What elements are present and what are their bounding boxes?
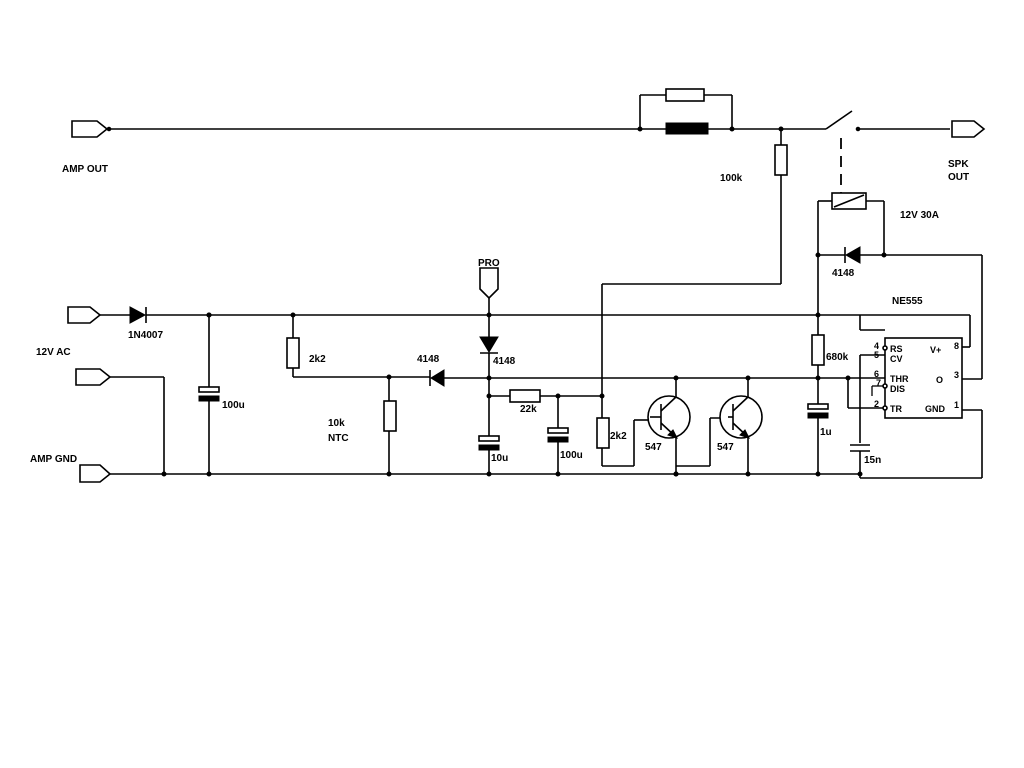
ne555-pin-vplus: V+ xyxy=(930,345,941,355)
ne555-pin-2-number: 2 xyxy=(874,399,879,409)
capacitor-100u-timer-label: 100u xyxy=(560,450,583,461)
ne555-pin-dis: DIS xyxy=(890,384,905,394)
resistor-680k xyxy=(811,312,825,381)
pro-label: PRO xyxy=(478,258,500,269)
capacitor-15n-label: 15n xyxy=(864,455,881,466)
transistor-q1 xyxy=(647,375,691,477)
resistor-100k-label: 100k xyxy=(720,173,743,184)
resistor-22k-label: 22k xyxy=(520,404,537,415)
amp-gnd-terminal xyxy=(79,464,112,483)
transistor-q1-label: 547 xyxy=(645,442,662,453)
ac-input-terminal xyxy=(67,306,130,324)
spk-out-label-2: OUT xyxy=(948,172,969,183)
ne555-pin-rs: RS xyxy=(890,344,903,354)
ntc-label-2: NTC xyxy=(328,433,349,444)
ne555-wiring xyxy=(845,314,971,409)
relay-label: 12V 30A xyxy=(900,210,939,221)
capacitor-100u-supply xyxy=(198,312,220,477)
ne555-pin-cv: CV xyxy=(890,354,903,364)
resistor-2k2-a-label: 2k2 xyxy=(309,354,326,365)
diode-pro-label: 4148 xyxy=(493,356,516,367)
capacitor-15n xyxy=(850,355,870,478)
ne555-pin-o: O xyxy=(936,375,943,385)
capacitor-10u-label: 10u xyxy=(491,453,508,464)
ne555-pin-tr: TR xyxy=(890,404,902,414)
ne555-pin-7-number: 7 xyxy=(876,378,881,388)
capacitor-100u-supply-label: 100u xyxy=(222,400,245,411)
relay-coil xyxy=(817,192,885,340)
amp-out-label: AMP OUT xyxy=(62,164,108,175)
resistor-2k2-b xyxy=(596,417,650,467)
amp-out-terminal xyxy=(71,120,112,138)
ne555-pin-3-number: 3 xyxy=(954,370,959,380)
transistor-q2-label: 547 xyxy=(717,442,734,453)
resistor-2k2-b-label: 2k2 xyxy=(610,431,627,442)
ne555-chip xyxy=(882,337,963,419)
capacitor-1u xyxy=(807,378,829,477)
diode-relay xyxy=(815,246,983,380)
transistor-q2 xyxy=(676,375,763,477)
ne555-pin-6-number: 6 xyxy=(874,369,879,379)
relay-contact xyxy=(825,110,950,196)
ac-input-label: 12V AC xyxy=(36,347,71,358)
ne555-pin-4-number: 4 xyxy=(874,341,879,351)
resistor-680k-label: 680k xyxy=(826,352,849,363)
amp-gnd-ac-terminal xyxy=(75,368,165,474)
diode-1n4007 xyxy=(129,306,860,324)
ne555-pin-5-number: 5 xyxy=(874,350,879,360)
capacitor-10u xyxy=(478,393,500,477)
ne555-pin-thr: THR xyxy=(890,374,909,384)
diode-relay-label: 4148 xyxy=(832,268,855,279)
ne555-label: NE555 xyxy=(892,296,923,307)
ntc-label-1: 10k xyxy=(328,418,345,429)
pro-terminal xyxy=(479,267,499,337)
ne555-pin-1-number: 1 xyxy=(954,400,959,410)
capacitor-100u-timer xyxy=(547,396,569,477)
amp-gnd-label: AMP GND xyxy=(30,454,77,465)
ntc-thermistor xyxy=(383,374,397,477)
spk-out-label-1: SPK xyxy=(948,159,969,170)
resistor-100k xyxy=(601,129,788,418)
output-coil-with-parallel-resistor xyxy=(637,88,735,135)
diode-ntc-label: 4148 xyxy=(417,354,440,365)
ne555-pin-gnd: GND xyxy=(925,404,946,414)
ne555-pin-8-number: 8 xyxy=(954,341,959,351)
capacitor-1u-label: 1u xyxy=(820,427,832,438)
resistor-22k xyxy=(489,389,605,403)
spk-out-terminal xyxy=(951,120,986,138)
resistor-2k2-a xyxy=(286,312,430,378)
diode-1n4007-label: 1N4007 xyxy=(128,330,163,341)
diode-ntc xyxy=(429,369,845,387)
